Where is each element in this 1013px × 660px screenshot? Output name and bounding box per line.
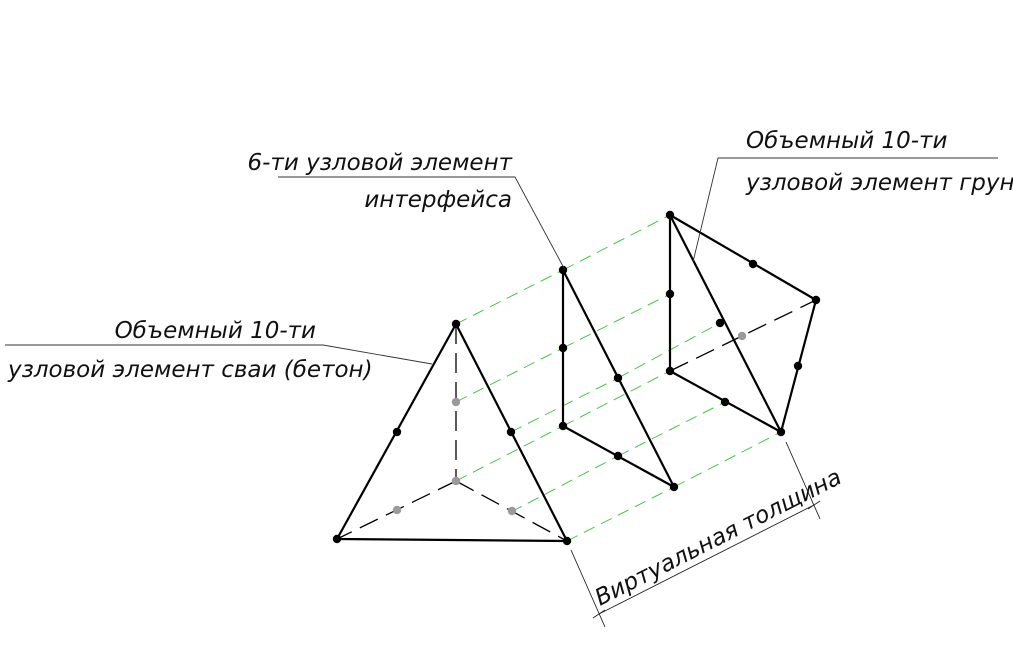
node-dot (776, 427, 786, 437)
node-dot (392, 427, 402, 437)
leader-lines (5, 157, 998, 365)
pile-leader (5, 344, 433, 365)
node-dot (558, 421, 568, 431)
visible-edge (668, 213, 818, 302)
thickness-label: Виртуальная толщина (591, 464, 846, 611)
pile-label-line1: Объемный 10-ти (115, 318, 316, 344)
projection-line (455, 269, 564, 325)
pile-element (332, 319, 572, 546)
projection-line (562, 293, 671, 349)
node-dot (748, 259, 758, 269)
node-dot (811, 295, 821, 305)
node-dot (665, 289, 675, 299)
extension-line (785, 441, 821, 520)
node-dot (558, 265, 568, 275)
projection-line (673, 431, 782, 488)
node-dot (558, 343, 568, 353)
projection-line (617, 401, 726, 457)
interface-label-line1: 6-ти узловой элемент (248, 150, 513, 176)
node-dot (665, 210, 675, 220)
pile-label-line2: узловой элемент сваи (бетон) (7, 357, 373, 383)
soil-label-line2: узловой элемент грунта (745, 170, 1013, 196)
hidden-node-dot (737, 331, 747, 341)
interface-label-line2: интерфейса (364, 187, 512, 213)
node-dot (665, 366, 675, 376)
hidden-node-dot (507, 506, 517, 516)
interface-element (558, 265, 679, 492)
hidden-node-dot (451, 476, 461, 486)
projection-line (510, 377, 619, 433)
projection-line (562, 214, 671, 271)
soil-leader (692, 157, 998, 263)
projection-line (455, 425, 564, 482)
projection-line (562, 370, 671, 427)
node-dot (562, 536, 572, 546)
node-dot (613, 451, 623, 461)
hidden-node-dot (392, 505, 402, 515)
dimension-line (598, 504, 815, 615)
dimension-tick (807, 500, 821, 510)
visible-edge (668, 213, 783, 434)
node-dot (506, 427, 516, 437)
projection-line (455, 347, 564, 403)
node-dot (613, 373, 623, 383)
interface-leader (278, 176, 566, 271)
node-dot (332, 534, 342, 544)
soil-element (665, 210, 821, 437)
node-dot (451, 319, 461, 329)
node-dot (669, 482, 679, 492)
hidden-node-dot (451, 397, 461, 407)
dimension-tick (592, 609, 606, 619)
hidden-edge (669, 299, 817, 372)
soil-label-line1: Объемный 10-ти (746, 128, 947, 154)
visible-edge (335, 537, 569, 543)
node-dot (720, 397, 730, 407)
projection-line (566, 486, 675, 542)
thickness-dimension (570, 441, 821, 628)
node-dot (715, 318, 725, 328)
node-dot (793, 361, 803, 371)
projection-line (510, 455, 619, 513)
